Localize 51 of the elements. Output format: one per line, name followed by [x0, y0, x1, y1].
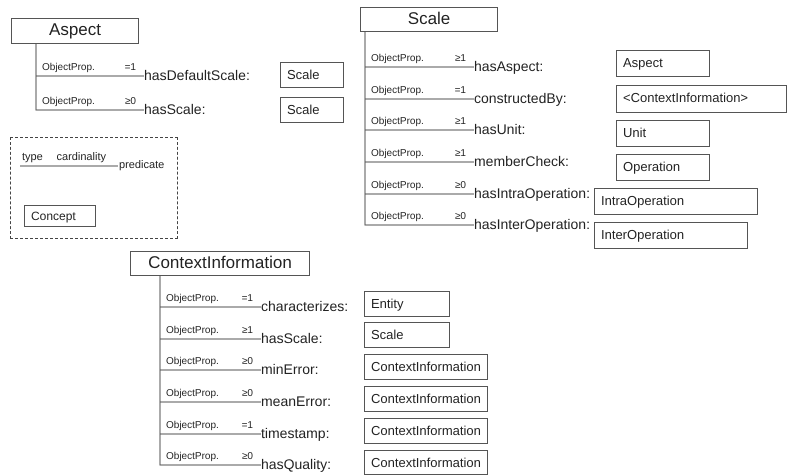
- concept-box: <ContextInformation>: [616, 85, 787, 113]
- predicate-label: hasAspect:: [474, 55, 544, 77]
- connector-line: [36, 44, 144, 110]
- concept-box: ContextInformation: [364, 386, 488, 412]
- concept-box: Concept: [24, 205, 96, 227]
- concept-box: Unit: [616, 120, 710, 147]
- edge-label: ObjectProp. ≥1: [371, 53, 466, 65]
- concept-box: Scale: [280, 62, 344, 88]
- edge-label: ObjectProp. ≥0: [371, 211, 466, 223]
- connector-line: [364, 32, 474, 226]
- class-box: Scale: [360, 7, 498, 32]
- concept-box: ContextInformation: [364, 450, 488, 475]
- edge-label: ObjectProp. ≥0: [166, 356, 253, 368]
- concept-box: Scale: [364, 322, 450, 348]
- edge-label: ObjectProp. =1: [166, 293, 253, 305]
- predicate-label: predicate: [119, 158, 164, 174]
- predicate-label: constructedBy:: [474, 87, 567, 109]
- predicate-label: meanError:: [261, 390, 332, 412]
- concept-box: InterOperation: [594, 222, 748, 249]
- concept-box: Entity: [364, 291, 450, 317]
- edge-label: ObjectProp. ≥0: [166, 388, 253, 400]
- predicate-label: minError:: [261, 358, 319, 380]
- concept-box: Operation: [616, 154, 710, 181]
- predicate-label: characterizes:: [261, 295, 348, 317]
- predicate-label: hasScale:: [261, 327, 322, 349]
- concept-box: Scale: [280, 97, 344, 123]
- predicate-label: timestamp:: [261, 422, 330, 444]
- predicate-label: hasDefaultScale:: [144, 64, 250, 86]
- edge-label: ObjectProp. ≥1: [166, 325, 253, 337]
- edge-label: ObjectProp. =1: [371, 85, 466, 97]
- concept-box: Aspect: [616, 50, 710, 77]
- concept-box: ContextInformation: [364, 354, 488, 380]
- predicate-label: memberCheck:: [474, 150, 569, 172]
- edge-label: ObjectProp. ≥0: [166, 451, 253, 463]
- edge-label: ObjectProp. ≥1: [371, 116, 466, 128]
- class-box: ContextInformation: [130, 251, 310, 276]
- edge-label: type cardinality: [22, 151, 106, 163]
- concept-box: ContextInformation: [364, 418, 488, 444]
- predicate-label: hasScale:: [144, 98, 206, 120]
- edge-label: ObjectProp. ≥1: [371, 148, 466, 160]
- edge-label: ObjectProp. ≥0: [371, 180, 466, 192]
- edge-label: ObjectProp. =1: [166, 420, 253, 432]
- predicate-label: hasUnit:: [474, 118, 526, 140]
- predicate-label: hasInterOperation:: [474, 213, 590, 235]
- predicate-label: hasQuality:: [261, 453, 332, 475]
- edge-label: ObjectProp. ≥0: [42, 96, 136, 108]
- concept-box: IntraOperation: [594, 188, 758, 215]
- connector-line: [160, 276, 262, 466]
- predicate-label: hasIntraOperation:: [474, 182, 590, 204]
- edge-label: ObjectProp. =1: [42, 62, 136, 74]
- class-box: Aspect: [11, 18, 139, 44]
